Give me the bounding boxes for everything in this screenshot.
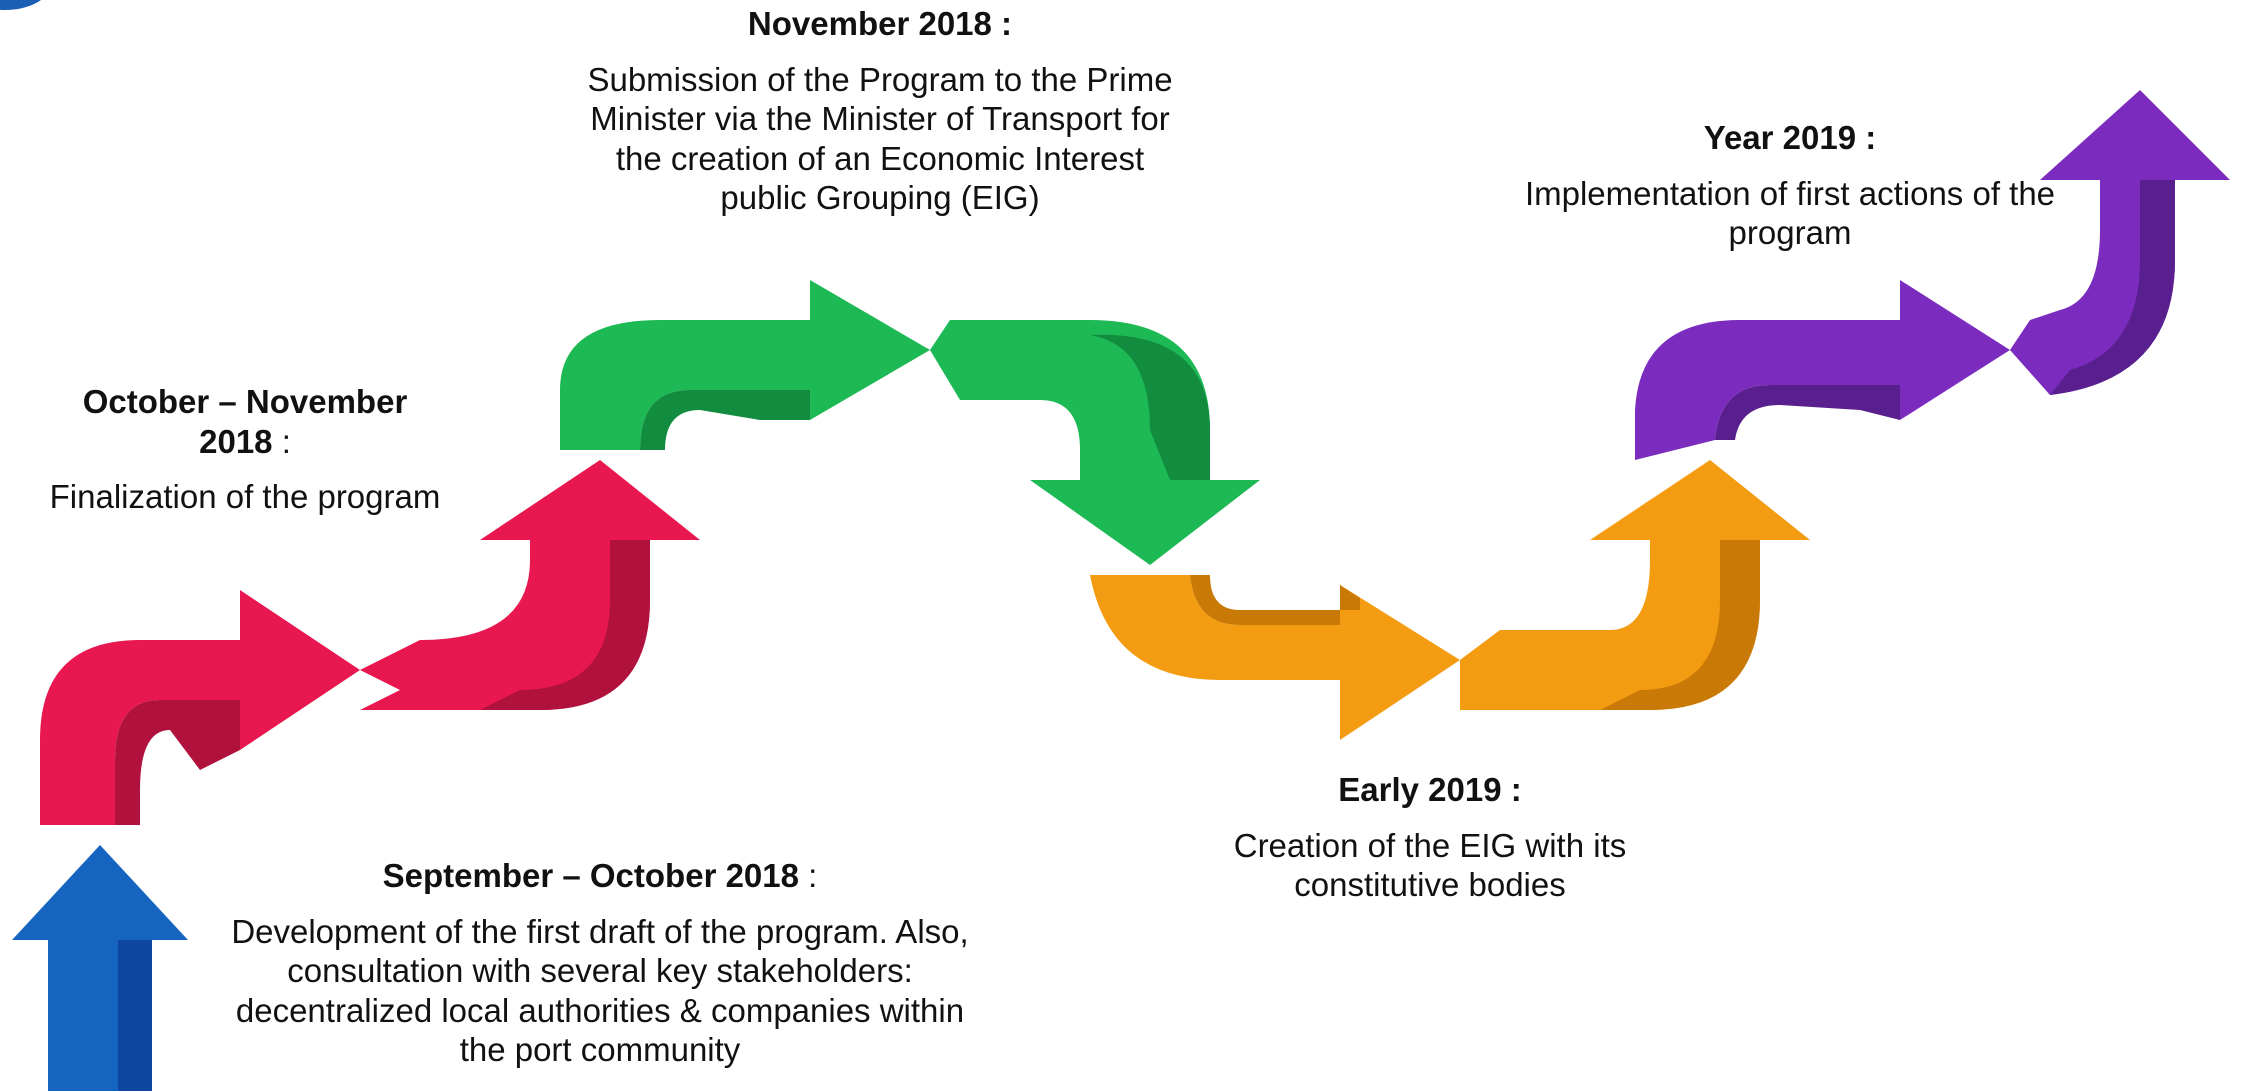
milestone-title: November 2018 : xyxy=(747,5,1013,42)
milestone-title: October – November 2018 : xyxy=(82,383,408,460)
arrow-red-2 xyxy=(360,460,700,710)
corner-logo-fragment xyxy=(0,0,50,10)
milestone-early-2019: Early 2019 : Creation of the EIG with it… xyxy=(1170,770,1690,905)
milestone-nov-2018: November 2018 : Submission of the Progra… xyxy=(580,4,1180,218)
milestone-oct-nov-2018: October – November 2018 : Finalization o… xyxy=(45,382,445,517)
arrow-orange-2 xyxy=(1460,460,1810,710)
milestone-description: Submission of the Program to the Prime M… xyxy=(587,60,1173,217)
milestone-description: Finalization of the program xyxy=(49,478,441,516)
arrow-purple-2 xyxy=(2010,90,2230,395)
arrow-red-1 xyxy=(40,590,360,825)
milestone-description: Creation of the EIG with its constitutiv… xyxy=(1233,826,1627,904)
arrow-green-2 xyxy=(930,320,1260,565)
milestone-title: Year 2019 : xyxy=(1703,119,1877,156)
milestone-description: Development of the first draft of the pr… xyxy=(231,912,969,1069)
milestone-year-2019: Year 2019 : Implementation of first acti… xyxy=(1520,118,2060,253)
milestone-title: Early 2019 : xyxy=(1338,771,1522,808)
milestone-title: September – October 2018 : xyxy=(382,857,818,894)
milestone-sep-oct-2018: September – October 2018 : Development o… xyxy=(215,856,985,1070)
arrow-green-1 xyxy=(560,280,930,450)
arrow-orange-1 xyxy=(1090,575,1460,740)
milestone-description: Implementation of first actions of the p… xyxy=(1524,174,2056,252)
arrow-blue xyxy=(12,845,188,1091)
arrow-purple-1 xyxy=(1635,280,2010,460)
